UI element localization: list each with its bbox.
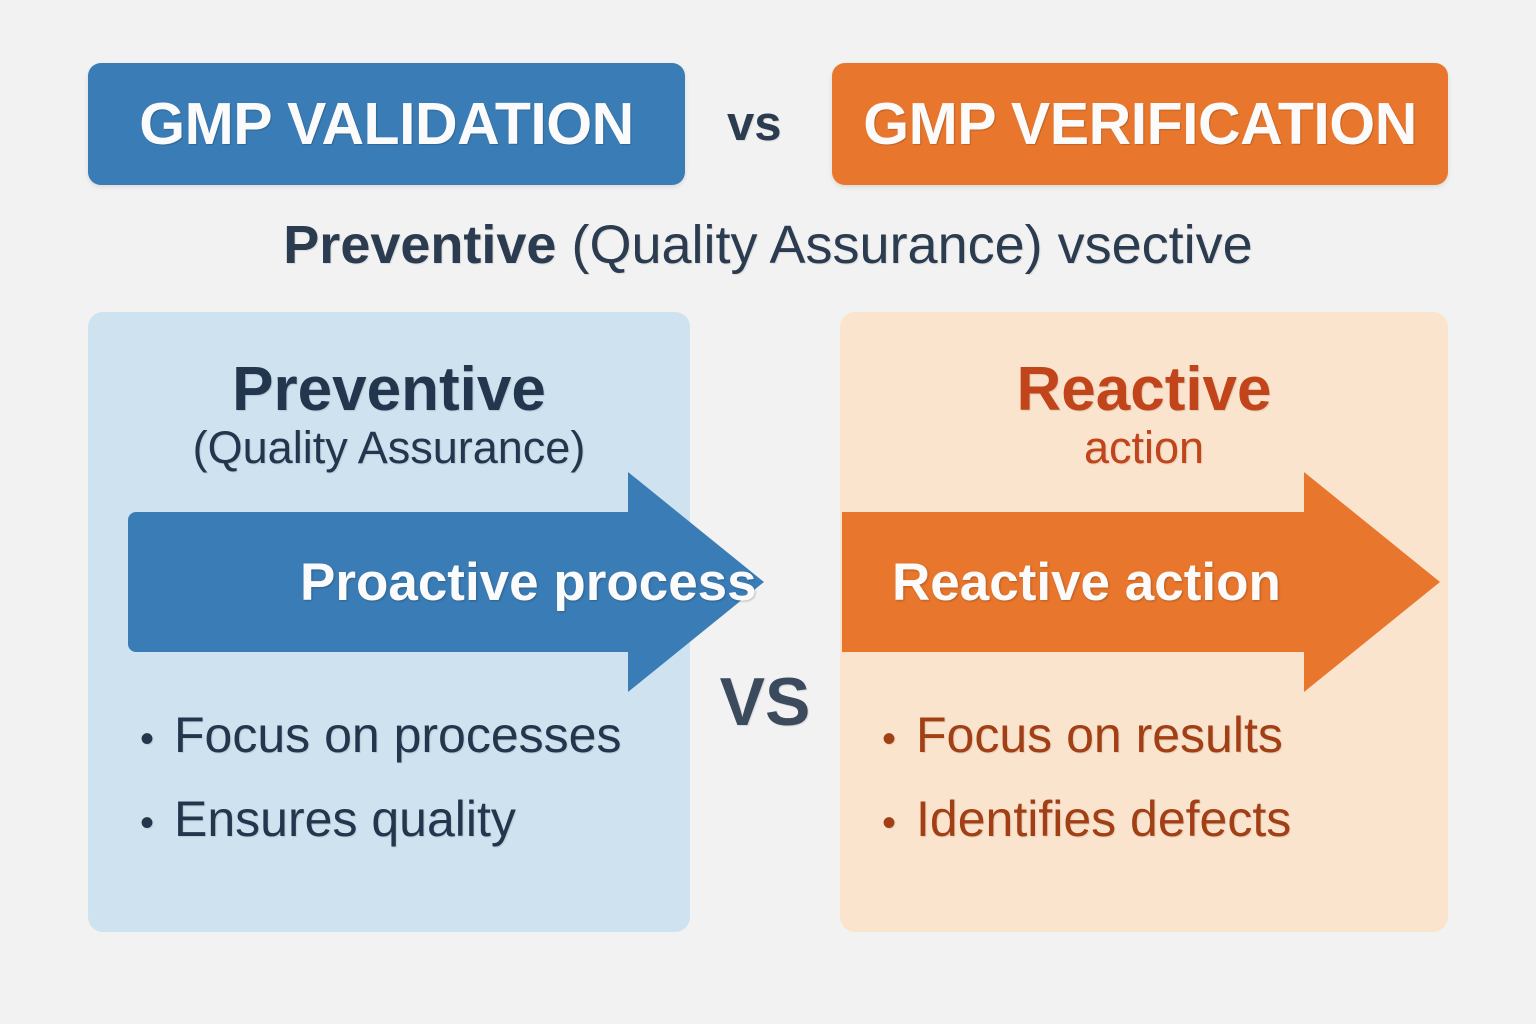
badge-gmp-verification: GMP VERIFICATION	[832, 63, 1448, 185]
subtitle-bold-part: Preventive	[283, 215, 557, 275]
panel-validation-heading-sub: (Quality Assurance)	[192, 421, 586, 473]
list-item: • Focus on results	[882, 710, 1490, 760]
bullet-dot-icon: •	[140, 717, 155, 761]
badge-gmp-validation-label: GMP VALIDATION	[139, 91, 634, 157]
bullet-dot-icon: •	[882, 801, 897, 845]
list-item: • Focus on processes	[140, 710, 742, 760]
list-item: • Identifies defects	[882, 794, 1490, 844]
panel-validation: Preventive (Quality Assurance) • Focus o…	[88, 312, 690, 932]
badge-gmp-verification-label: GMP VERIFICATION	[863, 91, 1417, 157]
header-vs-separator: vs	[727, 97, 782, 151]
panel-verification-heading-sub: action	[1083, 421, 1205, 473]
bullet-dot-icon: •	[882, 717, 897, 761]
bullet-dot-icon: •	[140, 801, 155, 845]
badge-gmp-validation: GMP VALIDATION	[88, 63, 685, 185]
panel-verification-heading: Reactive action	[840, 355, 1448, 473]
header-badge-row: GMP VALIDATION vs GMP VERIFICATION	[88, 63, 1448, 185]
subtitle-rest-part: (Quality Assurance) vsective	[556, 215, 1253, 275]
list-item-label: Focus on results	[916, 707, 1283, 763]
subtitle-line: Preventive (Quality Assurance) vsective	[0, 214, 1536, 276]
list-item-label: Ensures quality	[174, 791, 516, 847]
panel-validation-heading: Preventive (Quality Assurance)	[88, 355, 690, 473]
panel-verification: Reactive action • Focus on results • Ide…	[840, 312, 1448, 932]
center-vs-divider: VS	[719, 664, 811, 740]
list-item-label: Identifies defects	[916, 791, 1292, 847]
panel-validation-bullet-list: • Focus on processes • Ensures quality	[88, 710, 742, 878]
list-item: • Ensures quality	[140, 794, 742, 844]
panel-verification-heading-main: Reactive	[1016, 355, 1272, 424]
list-item-label: Focus on processes	[174, 707, 622, 763]
panel-verification-bullet-list: • Focus on results • Identifies defects	[840, 710, 1490, 878]
panel-validation-heading-main: Preventive	[232, 355, 546, 424]
